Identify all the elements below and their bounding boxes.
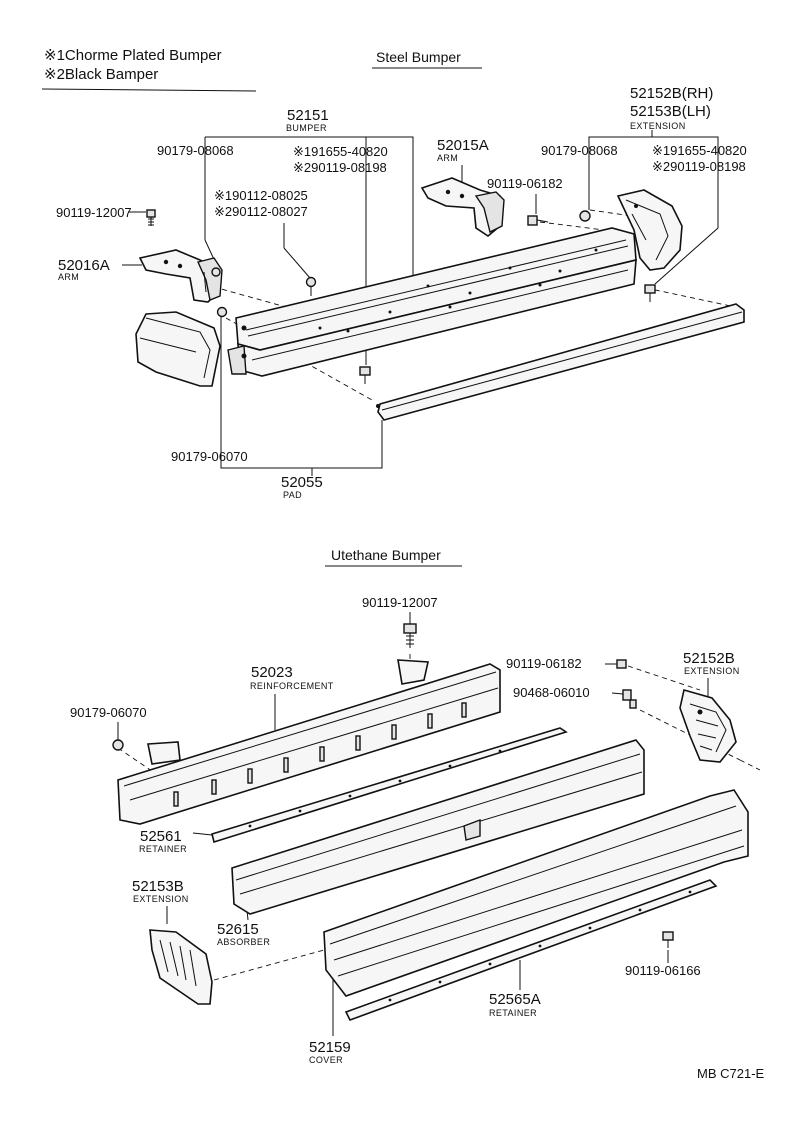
steel-main-bumper xyxy=(227,227,637,377)
steel-title: Steel Bumper xyxy=(376,49,461,65)
retainer-52565a xyxy=(344,879,718,1021)
label-u-extension-lh: EXTENSION xyxy=(133,894,189,904)
label-52151: 52151 xyxy=(287,107,329,124)
u-nut-90179-06070 xyxy=(112,739,124,751)
diagram-code: MB C721-E xyxy=(697,1066,765,1081)
label-extension: EXTENSION xyxy=(630,121,686,131)
absorber-52615 xyxy=(231,739,645,915)
retainer-52565a-holes xyxy=(388,890,692,1002)
urethane-title: Utethane Bumper xyxy=(331,547,441,563)
steel-left-end-cap xyxy=(135,311,221,387)
label-52023: 52023 xyxy=(251,664,293,681)
label-retainer-1: RETAINER xyxy=(139,844,187,854)
right-arm-52015a xyxy=(420,177,505,237)
nut-90179-06070 xyxy=(216,306,228,318)
label-u-90119-12007: 90119-12007 xyxy=(362,595,438,610)
u-bolt-90119-12007 xyxy=(403,623,417,648)
pad-52055 xyxy=(376,303,745,421)
bolt-90119-12007 xyxy=(146,209,156,226)
reinforcement-slots xyxy=(173,702,467,807)
bolt-90119-08198 xyxy=(644,284,656,302)
label-52055: 52055 xyxy=(281,474,323,491)
label-u-52152b: 52152B xyxy=(683,650,735,667)
label-chrome-bolt-right: ※191655-40820 xyxy=(652,143,747,158)
label-u-90179-06070: 90179-06070 xyxy=(70,705,147,720)
label-arm-right: ARM xyxy=(437,153,458,163)
label-cover: COVER xyxy=(309,1055,343,1065)
label-black-bolt: ※290119-08198 xyxy=(293,160,387,175)
label-52615: 52615 xyxy=(217,921,259,938)
legend: ※1Chorme Plated Bumper ※2Black Bamper xyxy=(41,47,257,92)
label-52153b: 52153B(LH) xyxy=(630,103,711,120)
nut-left-top xyxy=(211,267,221,277)
cover-52159 xyxy=(323,789,749,997)
label-absorber: ABSORBER xyxy=(217,937,270,947)
retainer-52561-holes xyxy=(248,749,502,828)
label-90179-08068-right: 90179-08068 xyxy=(541,143,618,158)
bolt-90119-06166 xyxy=(662,931,674,948)
label-90119-06166: 90119-06166 xyxy=(625,963,701,978)
steel-leader-lines xyxy=(122,130,719,476)
nut-right-top xyxy=(579,210,591,222)
bolt-90112-08025 xyxy=(305,276,317,296)
bolt-90119-06182 xyxy=(527,215,549,226)
label-pad: PAD xyxy=(283,490,302,500)
label-retainer-2: RETAINER xyxy=(489,1008,537,1018)
label-chrome-bolt: ※191655-40820 xyxy=(293,144,388,159)
label-90119-12007: 90119-12007 xyxy=(56,205,132,220)
label-chrome-bolt-b: ※190112-08025 xyxy=(214,188,308,203)
left-arm-52016a xyxy=(138,249,223,303)
label-bumper: BUMPER xyxy=(286,123,327,133)
legend-item-black: ※2Black Bamper xyxy=(44,66,158,83)
label-black-bolt-b: ※290112-08027 xyxy=(214,204,308,219)
label-arm-left: ARM xyxy=(58,272,79,282)
label-52565a: 52565A xyxy=(489,991,541,1008)
label-u-52153b: 52153B xyxy=(132,878,184,895)
urethane-bumper-section: Utethane Bumper 90119-12007 52023 REINFO… xyxy=(70,547,761,1065)
label-52016a: 52016A xyxy=(58,257,110,274)
label-52152b: 52152B(RH) xyxy=(630,85,713,102)
label-u-extension-rh: EXTENSION xyxy=(684,666,740,676)
label-90119-06182: 90119-06182 xyxy=(487,176,563,191)
bolt-91655-40820 xyxy=(359,366,371,384)
u-bolt-90119-06182 xyxy=(616,659,627,669)
legend-underline xyxy=(41,88,257,92)
label-52015a: 52015A xyxy=(437,137,489,154)
steel-right-extension xyxy=(616,189,683,271)
label-52561: 52561 xyxy=(140,828,182,845)
u-extension-52152b xyxy=(679,688,737,763)
label-black-bolt-right: ※290119-08198 xyxy=(652,159,746,174)
label-u-90119-06182: 90119-06182 xyxy=(506,656,582,671)
legend-item-chrome: ※1Chorme Plated Bumper xyxy=(44,47,222,64)
bumper-holes xyxy=(318,248,598,333)
label-90179-06070: 90179-06070 xyxy=(171,449,248,464)
steel-bumper-section: Steel Bumper 52151 BUMPER 52152B(RH) 521… xyxy=(56,49,747,500)
label-90468-06010: 90468-06010 xyxy=(513,685,590,700)
u-extension-52153b xyxy=(149,929,213,1005)
label-reinforcement: REINFORCEMENT xyxy=(250,681,334,691)
retainer-52561 xyxy=(211,727,568,844)
label-90179-08068-left: 90179-08068 xyxy=(157,143,234,158)
label-52159: 52159 xyxy=(309,1039,351,1056)
reinforcement-52023 xyxy=(117,659,501,825)
clip-90468-06010 xyxy=(622,689,637,709)
